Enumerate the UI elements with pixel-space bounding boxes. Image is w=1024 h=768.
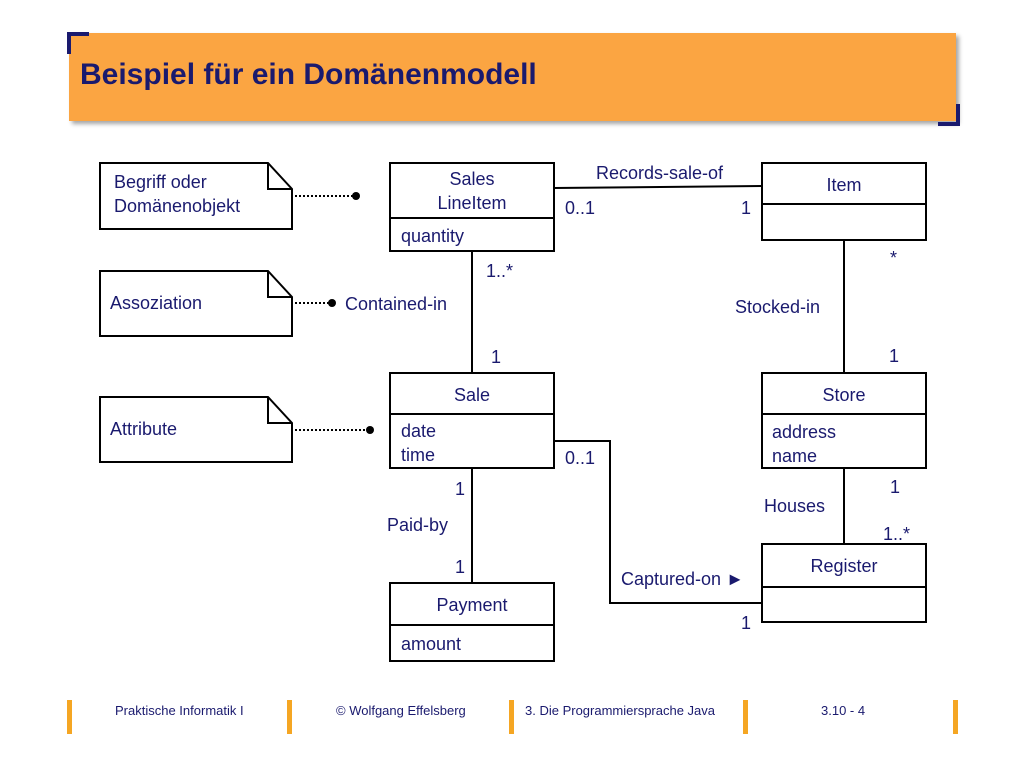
class-store-attr-address: address bbox=[772, 422, 837, 442]
footer-separator-5 bbox=[953, 700, 958, 734]
class-sales-lineitem-name2: LineItem bbox=[437, 193, 507, 213]
note-attribute-shape bbox=[99, 396, 293, 463]
assoc-contained-in-mult-top: 1..* bbox=[486, 261, 514, 281]
footer-separator-3 bbox=[509, 700, 514, 734]
title-corner-bottom-right bbox=[938, 104, 960, 126]
assoc-captured-on-label: Captured-on ► bbox=[621, 569, 744, 589]
note-attribute-text: Attribute bbox=[110, 419, 178, 439]
title-bar bbox=[69, 33, 956, 121]
assoc-stocked-in-mult-top: * bbox=[890, 248, 898, 268]
note-concept-line1: Begriff oder bbox=[114, 172, 207, 192]
class-payment-name: Payment bbox=[436, 595, 508, 615]
slide-title: Beispiel für ein Domänenmodell bbox=[80, 58, 537, 91]
assoc-stocked-in-mult-bottom: 1 bbox=[889, 346, 900, 366]
connector-dot-concept bbox=[352, 192, 360, 200]
class-sale-attr-date: date bbox=[401, 421, 437, 441]
assoc-contained-in-label: Contained-in bbox=[345, 294, 448, 314]
assoc-captured-on-mult-right: 1 bbox=[741, 613, 752, 633]
assoc-stocked-in-label: Stocked-in bbox=[735, 297, 821, 317]
assoc-houses-label: Houses bbox=[764, 496, 826, 516]
note-connectors bbox=[295, 195, 368, 431]
assoc-records-sale-of-mult-right: 1 bbox=[741, 198, 752, 218]
assoc-captured-on-mult-left: 0..1 bbox=[565, 448, 596, 468]
assoc-records-sale-of-mult-left: 0..1 bbox=[565, 198, 596, 218]
class-sale-name: Sale bbox=[453, 385, 491, 405]
association-lines bbox=[471, 185, 845, 604]
class-store-name: Store bbox=[822, 385, 866, 405]
assoc-houses-mult-top: 1 bbox=[890, 477, 901, 497]
class-sales-lineitem-attr-quantity: quantity bbox=[401, 226, 465, 246]
class-sales-lineitem-name1: Sales bbox=[449, 169, 495, 189]
assoc-houses-mult-bottom: 1..* bbox=[883, 524, 911, 544]
note-concept-shape bbox=[99, 162, 293, 230]
footer-author: © Wolfgang Effelsberg bbox=[336, 703, 466, 718]
footer-course: Praktische Informatik I bbox=[115, 703, 244, 718]
class-sale-attr-time: time bbox=[401, 445, 436, 465]
assoc-contained-in-mult-bottom: 1 bbox=[491, 347, 502, 367]
assoc-paid-by-mult-bottom: 1 bbox=[455, 557, 466, 577]
connector-dot-association bbox=[328, 299, 336, 307]
class-boxes bbox=[389, 162, 927, 662]
note-concept-line2: Domänenobjekt bbox=[114, 196, 241, 216]
footer-separator-4 bbox=[743, 700, 748, 734]
note-association-text: Assoziation bbox=[110, 293, 203, 313]
note-association-shape bbox=[99, 270, 293, 337]
connector-dot-attribute bbox=[366, 426, 374, 434]
footer-page-number: 3.10 - 4 bbox=[821, 703, 866, 718]
footer-separator-2 bbox=[287, 700, 292, 734]
assoc-paid-by-label: Paid-by bbox=[387, 515, 449, 535]
class-register-name: Register bbox=[810, 556, 878, 576]
footer-separator-1 bbox=[67, 700, 72, 734]
class-store-attr-name: name bbox=[772, 446, 818, 466]
title-corner-top-left bbox=[67, 32, 89, 54]
footer-chapter: 3. Die Programmiersprache Java bbox=[525, 703, 716, 718]
assoc-paid-by-mult-top: 1 bbox=[455, 479, 466, 499]
class-payment-attr-amount: amount bbox=[401, 634, 462, 654]
class-item-name: Item bbox=[826, 175, 862, 195]
assoc-records-sale-of-label: Records-sale-of bbox=[596, 163, 724, 183]
